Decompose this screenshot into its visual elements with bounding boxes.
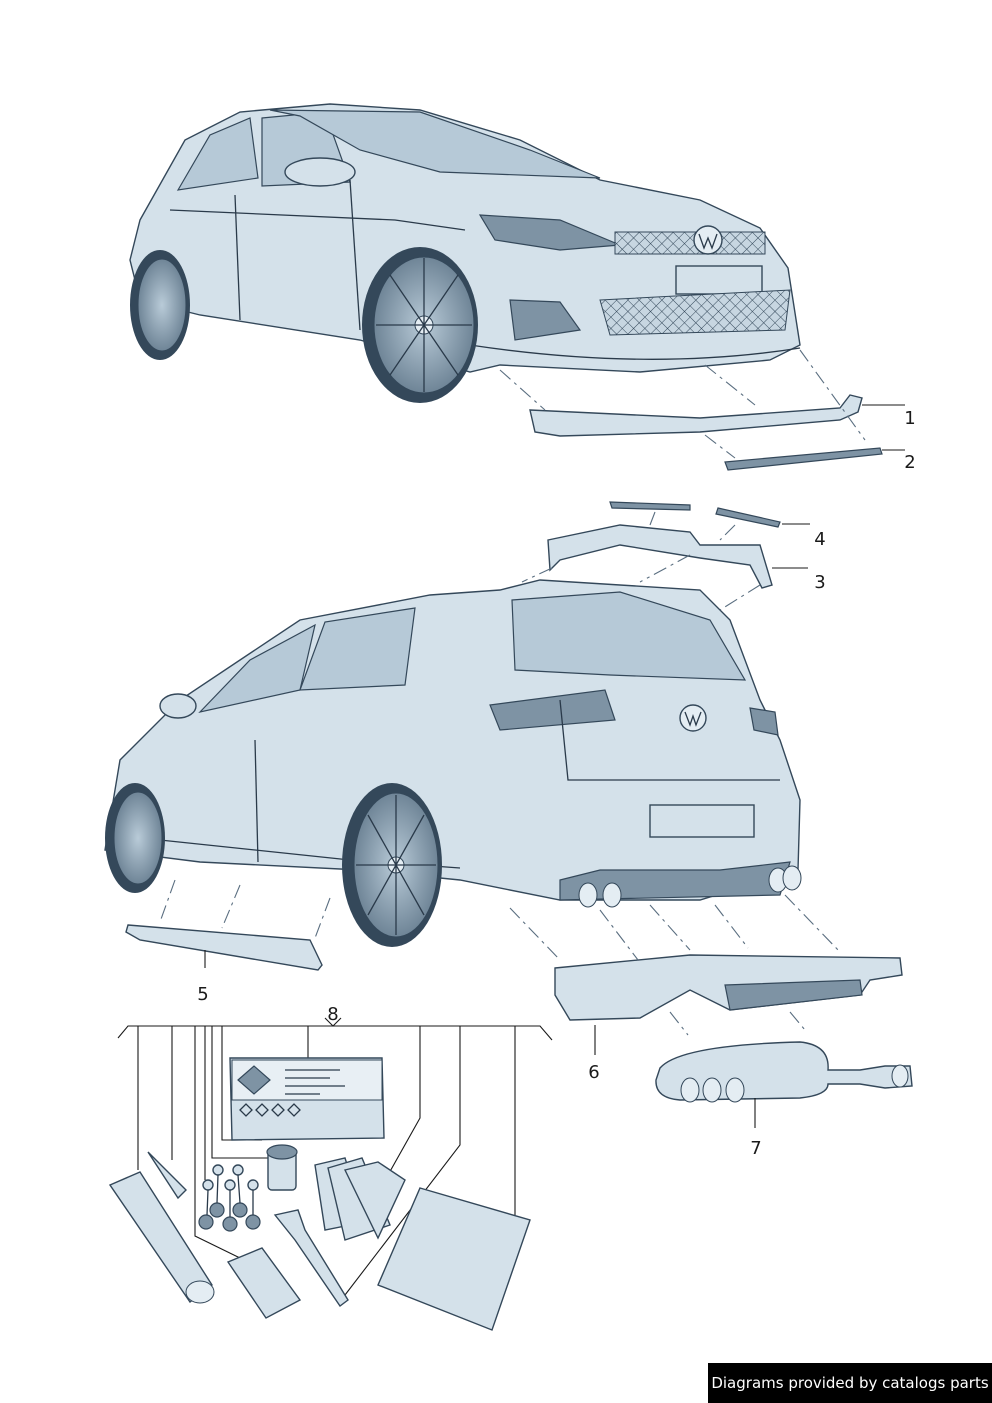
- side-skirt-part: [125, 924, 323, 971]
- credit-banner: Diagrams provided by catalogs parts: [708, 1363, 992, 1403]
- rear-car-illustration: [104, 579, 802, 947]
- callout-number-7: 7: [750, 1138, 761, 1159]
- callout-number-3: 3: [814, 572, 825, 593]
- front-dash-lines: [499, 349, 866, 459]
- mounting-kit-part: [108, 1017, 553, 1331]
- rear-diffuser-part: [554, 954, 903, 1021]
- callout-number-4: 4: [814, 529, 825, 550]
- front-spoiler-part: [529, 394, 863, 437]
- rear-spoiler-parts: [521, 501, 781, 611]
- callout-number-2: 2: [904, 452, 915, 473]
- rear-dash-lines: [509, 894, 841, 1036]
- front-car-illustration: [129, 103, 801, 403]
- callout-number-5: 5: [197, 984, 208, 1005]
- callout-number-8: 8: [327, 1004, 338, 1025]
- front-strip-part: [724, 447, 883, 471]
- exhaust-part: [655, 1041, 913, 1103]
- side-dash-lines: [159, 879, 331, 939]
- callout-number-6: 6: [588, 1062, 599, 1083]
- callout-number-1: 1: [904, 408, 915, 429]
